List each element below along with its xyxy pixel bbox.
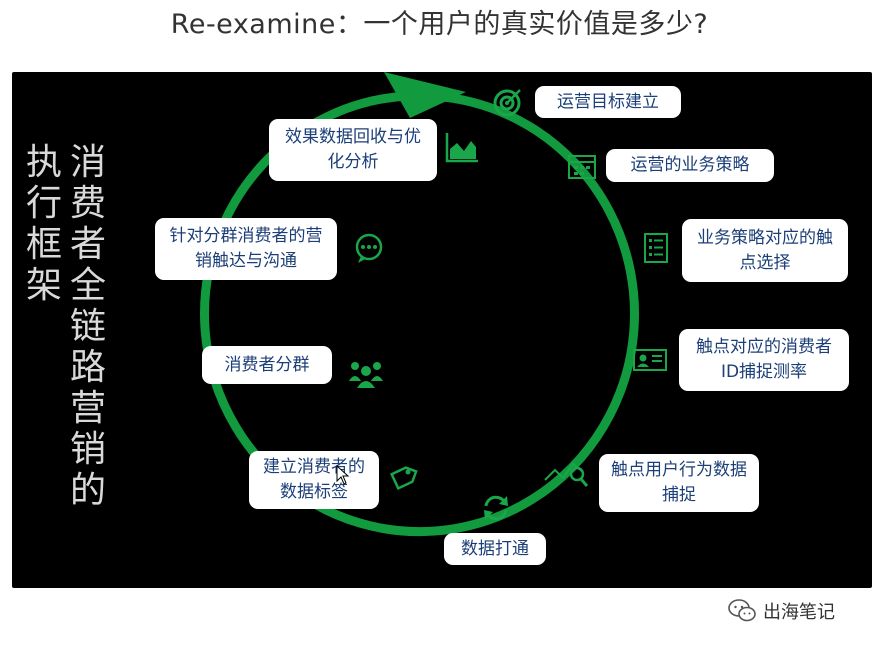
wechat-icon	[728, 599, 756, 622]
step-label: 运营目标建立	[557, 91, 659, 112]
step-1-box: 运营目标建立	[535, 86, 681, 118]
chart-icon	[444, 131, 480, 163]
step-label: 运营的业务策略	[630, 155, 750, 175]
analytics-icon	[543, 456, 591, 488]
step-label: 业务策略对应的触点选择	[697, 227, 833, 273]
chat-icon	[353, 232, 385, 264]
step-8-box: 消费者分群	[202, 346, 332, 384]
step-6-box: 数据打通	[444, 533, 546, 565]
step-label: 建立消费者的数据标签	[263, 457, 365, 502]
step-label: 触点对应的消费者ID捕捉测率	[696, 337, 832, 382]
tag-icon	[386, 462, 418, 494]
checklist-icon	[640, 232, 672, 264]
step-label: 消费者分群	[224, 354, 310, 375]
step-label: 效果数据回收与优化分析	[285, 127, 421, 172]
step-10-box: 效果数据回收与优化分析	[269, 119, 437, 181]
sync-icon	[480, 492, 512, 524]
side-title-col1: 执行框架	[25, 142, 62, 306]
watermark-text: 出海笔记	[763, 602, 835, 623]
group-icon	[347, 357, 385, 389]
step-3-box: 业务策略对应的触点选择	[682, 219, 848, 282]
mouse-cursor-icon	[336, 465, 350, 485]
target-icon	[492, 86, 524, 118]
step-4-box: 触点对应的消费者ID捕捉测率	[679, 329, 849, 391]
step-label: 触点用户行为数据捕捉	[611, 460, 747, 505]
cycle-arrowhead	[384, 72, 466, 118]
step-2-box: 运营的业务策略	[606, 149, 774, 182]
step-label: 针对分群消费者的营销触达与沟通	[169, 226, 323, 271]
side-title-col2: 消费者全链路营销的	[69, 142, 106, 511]
watermark: 出海笔记	[727, 596, 835, 626]
step-9-box: 针对分群消费者的营销触达与沟通	[155, 218, 337, 280]
id-card-icon	[632, 343, 668, 375]
step-label: 数据打通	[461, 538, 529, 559]
step-7-box: 建立消费者的数据标签	[249, 451, 379, 509]
calendar-icon	[566, 150, 598, 182]
page-title: Re-examine：一个用户的真实价值是多少?	[170, 9, 709, 40]
step-5-box: 触点用户行为数据捕捉	[599, 454, 759, 512]
